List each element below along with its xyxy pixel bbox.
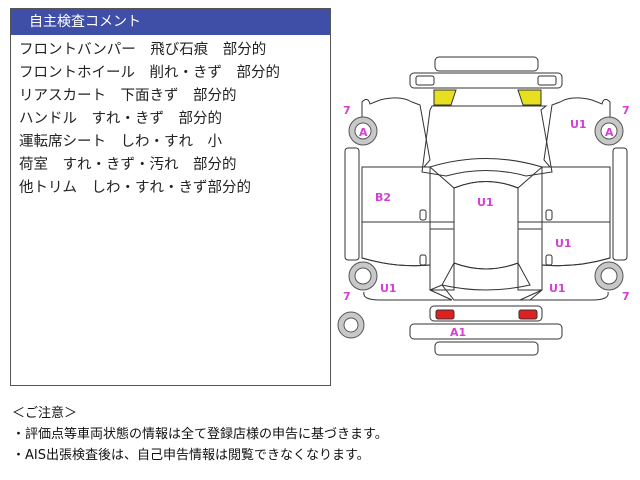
comment-item: リアスカート 下面きず 部分的: [19, 88, 237, 104]
notes-line: ・評価点等車両状態の情報は全て登録店様の申告に基づきます。: [12, 427, 388, 442]
mark-rear-right-tire-code: 7: [622, 290, 630, 303]
rear-garnish: [429, 305, 543, 322]
rear-right-tire-icon: [594, 261, 624, 291]
roof: [453, 181, 519, 270]
headlight-left: [433, 89, 457, 106]
spare-tire-icon: [337, 311, 365, 339]
mark-front-left-wheel: A: [359, 126, 368, 139]
vehicle-condition-diagram: 7 A 7 A U1 B2 U1 U1 U1 U1 7 7 A1: [337, 56, 630, 356]
front-left-tire-icon: [348, 116, 378, 146]
mark-rear-bumper: A1: [450, 326, 466, 339]
rear-left-fender: [361, 257, 453, 301]
left-rocker-panel: [344, 147, 360, 261]
mark-rear-left-tire-code: 7: [343, 290, 351, 303]
hood: [421, 105, 553, 177]
front-right-fender: [543, 97, 611, 168]
comment-panel-title: 自主検査コメント: [11, 9, 330, 35]
rear-bumper: [409, 323, 563, 340]
front-bumper: [409, 72, 563, 89]
mark-left-rear-fender: U1: [380, 282, 397, 295]
front-fog-left: [415, 75, 435, 86]
mark-front-right-wheel: A: [605, 126, 614, 139]
comment-item: 他トリム しわ・すれ・きず部分的: [19, 180, 251, 196]
mark-left-doors: B2: [375, 191, 391, 204]
trunk: [429, 284, 543, 301]
comment-item: ハンドル すれ・きず 部分的: [19, 111, 222, 127]
mark-front-right-tire-code: 7: [622, 104, 630, 117]
front-grille: [434, 56, 539, 72]
windshield: [428, 158, 544, 189]
rear-lower-valance: [434, 341, 539, 356]
comment-item: フロントバンパー 飛び石痕 部分的: [19, 42, 267, 58]
right-rocker-panel: [612, 147, 628, 261]
notes-section: ＜ご注意＞ ・評価点等車両状態の情報は全て登録店様の申告に基づきます。 ・AIS…: [12, 403, 388, 466]
comment-item: 運転席シート しわ・すれ 小: [19, 134, 222, 150]
front-fog-right: [537, 75, 557, 86]
rear-right-fender: [519, 257, 611, 301]
mark-right-rear-fender: U1: [549, 282, 566, 295]
comment-item: 荷室 すれ・きず・汚れ 部分的: [19, 157, 237, 173]
mark-front-left-tire-code: 7: [343, 104, 351, 117]
front-left-fender: [361, 97, 431, 168]
mark-front-right-fender: U1: [570, 118, 587, 131]
comment-item: フロントホイール 削れ・きず 部分的: [19, 65, 280, 81]
notes-line: ・AIS出張検査後は、自己申告情報は閲覧できなくなります。: [12, 448, 370, 463]
comment-list: フロントバンパー 飛び石痕 部分的 フロントホイール 削れ・きず 部分的 リアス…: [11, 35, 330, 200]
headlight-right: [517, 89, 542, 106]
notes-heading: ＜ご注意＞: [12, 406, 78, 421]
front-right-tire-icon: [594, 116, 624, 146]
taillight-right: [518, 309, 538, 320]
mark-right-rear-door: U1: [555, 237, 572, 250]
mark-roof: U1: [477, 196, 494, 209]
rear-left-tire-icon: [348, 261, 378, 291]
rear-window: [441, 262, 531, 291]
self-inspection-comment-panel: 自主検査コメント フロントバンパー 飛び石痕 部分的 フロントホイール 削れ・き…: [10, 8, 331, 386]
taillight-left: [435, 309, 455, 320]
